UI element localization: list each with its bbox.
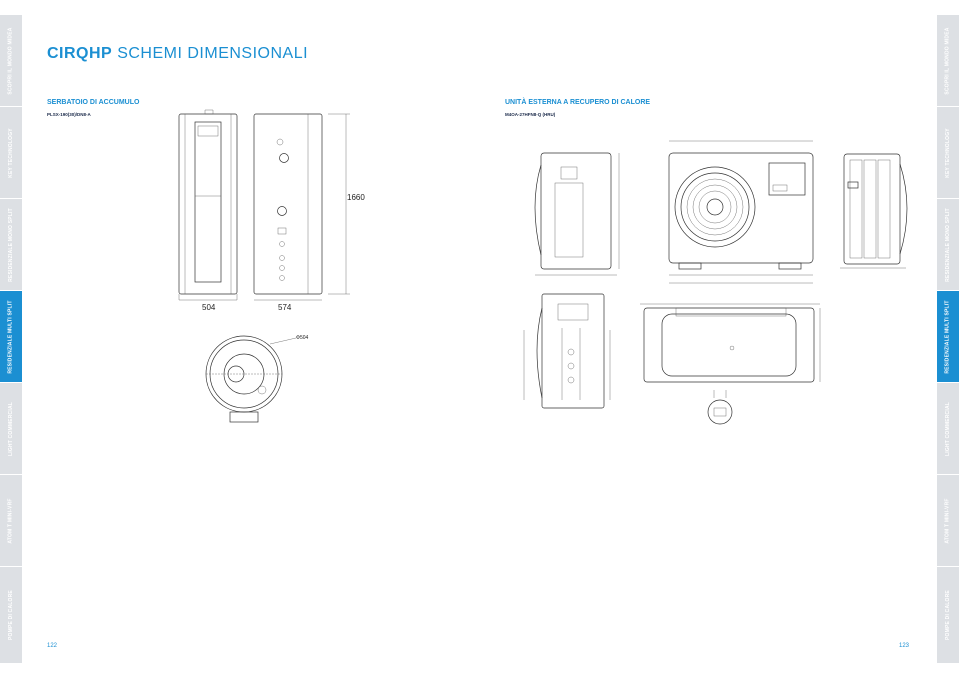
page-title: CIRQHP SCHEMI DIMENSIONALI (47, 45, 308, 63)
right-tab-strip: SCOPRI IL MONDO MIDEA KEY TECHNOLOGY RES… (937, 15, 959, 664)
tab-key-tech-right[interactable]: KEY TECHNOLOGY (937, 107, 959, 199)
tab-pompe-right[interactable]: POMPE DI CALORE (937, 567, 959, 664)
tab-scopri-left[interactable]: SCOPRI IL MONDO MIDEA (0, 15, 22, 107)
tab-label: RESIDENZIALE MONO SPLIT (8, 207, 14, 282)
tab-label: SCOPRI IL MONDO MIDEA (945, 26, 952, 95)
tab-scopri-right[interactable]: SCOPRI IL MONDO MIDEA (937, 15, 959, 107)
tank-depth-label: 574 (278, 303, 292, 312)
page-number-left: 122 (47, 643, 58, 649)
tab-label: RESIDENZIALE MONO SPLIT (945, 207, 951, 282)
left-tab-strip: SCOPRI IL MONDO MIDEA KEY TECHNOLOGY RES… (0, 15, 22, 664)
outdoor-front-view (668, 140, 814, 284)
tank-model: PLSX-190(30)/DN8-A (47, 112, 91, 117)
tab-label: RESIDENZIALE MULTI SPLIT (945, 299, 952, 374)
tab-atom-left[interactable]: ATOM T MINI-VRF (0, 475, 22, 567)
tab-label: POMPE DI CALORE (8, 590, 15, 640)
tank-side-view (253, 113, 350, 295)
tab-label: RESIDENZIALE MULTI SPLIT (8, 299, 15, 374)
tank-height-dim: 1660 (347, 193, 365, 202)
tank-width-label: 504 (202, 303, 216, 312)
page-number-right: 123 (899, 643, 910, 649)
tab-mono-split-right[interactable]: RESIDENZIALE MONO SPLIT (937, 199, 959, 291)
tab-label: SCOPRI IL MONDO MIDEA (8, 26, 15, 95)
outdoor-detail-view (707, 390, 733, 425)
tab-light-commercial-right[interactable]: LIGHT COMMERCIAL (937, 383, 959, 475)
outdoor-back-view (840, 153, 908, 269)
tank-front-view (178, 109, 238, 300)
tab-label: KEY TECHNOLOGY (8, 127, 15, 178)
outdoor-top-view (640, 303, 821, 383)
brand-name: CIRQHP (47, 45, 113, 62)
tab-label: LIGHT COMMERCIAL (8, 401, 14, 456)
tab-label: LIGHT COMMERCIAL (945, 401, 951, 456)
tab-pompe-left[interactable]: POMPE DI CALORE (0, 567, 22, 664)
tab-multi-split-right[interactable]: RESIDENZIALE MULTI SPLIT (937, 291, 959, 383)
tank-diameter-dim: Φ504 (296, 335, 309, 341)
tab-multi-split-left[interactable]: RESIDENZIALE MULTI SPLIT (0, 291, 22, 383)
outdoor-pipe-side-view (523, 293, 611, 409)
tank-section-title: SERBATOIO DI ACCUMULO (47, 99, 140, 106)
tab-key-tech-left[interactable]: KEY TECHNOLOGY (0, 107, 22, 199)
tab-label: POMPE DI CALORE (945, 590, 952, 640)
tank-diameter-label: Φ504 (296, 335, 309, 341)
tab-label: ATOM T MINI-VRF (8, 497, 14, 544)
outdoor-section-title: UNITÀ ESTERNA A RECUPERO DI CALORE (505, 99, 651, 106)
tab-label: KEY TECHNOLOGY (945, 127, 952, 178)
tank-top-view (205, 335, 297, 423)
tank-front-width-dim: 504 (179, 299, 237, 312)
outdoor-model: M4OA-27HFN8-Q (HRU) (505, 112, 556, 117)
tab-atom-right[interactable]: ATOM T MINI-VRF (937, 475, 959, 567)
outdoor-side-view (534, 152, 620, 276)
tank-side-depth-dim: 574 (254, 299, 322, 312)
page-subtitle: SCHEMI DIMENSIONALI (117, 45, 309, 62)
tab-label: ATOM T MINI-VRF (945, 497, 951, 544)
tank-height-label: 1660 (347, 193, 365, 202)
tab-light-commercial-left[interactable]: LIGHT COMMERCIAL (0, 383, 22, 475)
tab-mono-split-left[interactable]: RESIDENZIALE MONO SPLIT (0, 199, 22, 291)
